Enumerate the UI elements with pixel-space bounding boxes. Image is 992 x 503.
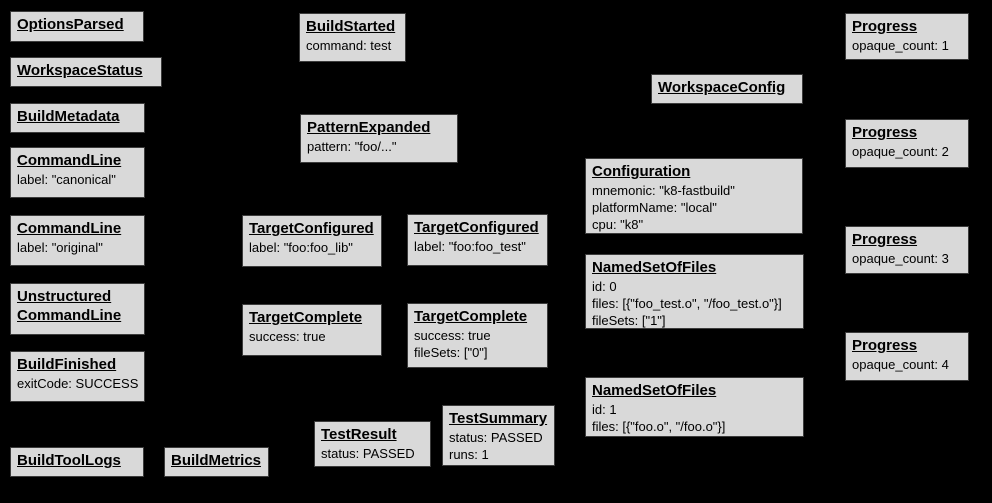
box-detail: files: [{"foo_test.o", "/foo_test.o"}] bbox=[592, 296, 782, 311]
event-box-workspace-status: WorkspaceStatus bbox=[10, 57, 162, 87]
box-title: BuildMetrics bbox=[171, 452, 262, 469]
box-title: PatternExpanded bbox=[307, 119, 431, 136]
event-box-progress-2: Progress opaque_count: 2 bbox=[845, 119, 969, 168]
box-detail: command: test bbox=[306, 38, 392, 53]
box-title: TargetComplete bbox=[414, 308, 528, 325]
box-detail: label: "foo:foo_lib" bbox=[249, 240, 353, 255]
box-title: OptionsParsed bbox=[17, 16, 124, 33]
box-title: WorkspaceConfig bbox=[658, 79, 786, 96]
box-detail: success: true bbox=[414, 328, 491, 343]
box-title: BuildFinished bbox=[17, 356, 117, 373]
event-box-target-configured-lib: TargetConfigured label: "foo:foo_lib" bbox=[242, 215, 382, 267]
box-detail: opaque_count: 2 bbox=[852, 144, 949, 159]
event-box-options-parsed: OptionsParsed bbox=[10, 11, 144, 42]
box-detail: label: "original" bbox=[17, 240, 103, 255]
box-detail: opaque_count: 1 bbox=[852, 38, 949, 53]
event-box-progress-4: Progress opaque_count: 4 bbox=[845, 332, 969, 381]
box-detail: fileSets: ["1"] bbox=[592, 313, 666, 328]
event-box-target-complete-lib: TargetComplete success: true bbox=[242, 304, 382, 356]
box-title: NamedSetOfFiles bbox=[592, 382, 717, 399]
box-title: TestSummary bbox=[449, 410, 548, 427]
event-box-progress-1: Progress opaque_count: 1 bbox=[845, 13, 969, 60]
box-detail: mnemonic: "k8-fastbuild" bbox=[592, 183, 735, 198]
event-box-build-finished: BuildFinished exitCode: SUCCESS bbox=[10, 351, 145, 402]
box-title: BuildToolLogs bbox=[17, 452, 121, 469]
box-detail: id: 0 bbox=[592, 279, 617, 294]
box-detail: status: PASSED bbox=[449, 430, 543, 445]
box-title: TestResult bbox=[321, 426, 397, 443]
box-title: Unstructured CommandLine bbox=[17, 288, 122, 324]
box-title: BuildStarted bbox=[306, 18, 396, 35]
box-title: BuildMetadata bbox=[17, 108, 120, 125]
box-title: Progress bbox=[852, 124, 918, 141]
event-box-build-metadata: BuildMetadata bbox=[10, 103, 145, 133]
event-box-command-line-original: CommandLine label: "original" bbox=[10, 215, 145, 266]
box-title: Progress bbox=[852, 18, 918, 35]
box-title: CommandLine bbox=[17, 152, 122, 169]
box-title: TargetConfigured bbox=[249, 220, 374, 237]
box-title: NamedSetOfFiles bbox=[592, 259, 717, 276]
box-detail: pattern: "foo/..." bbox=[307, 139, 397, 154]
event-box-build-started: BuildStarted command: test bbox=[299, 13, 406, 62]
box-title: TargetConfigured bbox=[414, 219, 539, 236]
event-box-target-configured-test: TargetConfigured label: "foo:foo_test" bbox=[407, 214, 548, 266]
box-detail: label: "foo:foo_test" bbox=[414, 239, 526, 254]
event-box-test-summary: TestSummary status: PASSED runs: 1 bbox=[442, 405, 555, 466]
box-title: Progress bbox=[852, 231, 918, 248]
event-box-configuration: Configuration mnemonic: "k8-fastbuild" p… bbox=[585, 158, 803, 234]
event-box-workspace-config: WorkspaceConfig bbox=[651, 74, 803, 104]
box-detail: label: "canonical" bbox=[17, 172, 116, 187]
event-box-build-tool-logs: BuildToolLogs bbox=[10, 447, 144, 477]
event-box-test-result: TestResult status: PASSED bbox=[314, 421, 431, 467]
box-detail: id: 1 bbox=[592, 402, 617, 417]
box-detail: fileSets: ["0"] bbox=[414, 345, 488, 360]
box-detail: platformName: "local" bbox=[592, 200, 717, 215]
box-detail: status: PASSED bbox=[321, 446, 415, 461]
event-box-unstructured-command-line: Unstructured CommandLine bbox=[10, 283, 145, 335]
box-detail: runs: 1 bbox=[449, 447, 489, 462]
box-title: Progress bbox=[852, 337, 918, 354]
box-title: Configuration bbox=[592, 163, 691, 180]
box-detail: files: [{"foo.o", "/foo.o"}] bbox=[592, 419, 726, 434]
box-detail: cpu: "k8" bbox=[592, 217, 644, 232]
box-detail: opaque_count: 3 bbox=[852, 251, 949, 266]
box-detail: exitCode: SUCCESS bbox=[17, 376, 139, 391]
box-title: TargetComplete bbox=[249, 309, 363, 326]
event-box-command-line-canonical: CommandLine label: "canonical" bbox=[10, 147, 145, 198]
box-title: CommandLine bbox=[17, 220, 122, 237]
box-detail: success: true bbox=[249, 329, 326, 344]
event-box-pattern-expanded: PatternExpanded pattern: "foo/..." bbox=[300, 114, 458, 163]
event-box-named-set-of-files-1: NamedSetOfFiles id: 1 files: [{"foo.o", … bbox=[585, 377, 804, 437]
box-detail: opaque_count: 4 bbox=[852, 357, 949, 372]
event-box-progress-3: Progress opaque_count: 3 bbox=[845, 226, 969, 274]
box-title: WorkspaceStatus bbox=[17, 62, 143, 79]
event-box-named-set-of-files-0: NamedSetOfFiles id: 0 files: [{"foo_test… bbox=[585, 254, 804, 329]
event-box-build-metrics: BuildMetrics bbox=[164, 447, 269, 477]
event-box-target-complete-test: TargetComplete success: true fileSets: [… bbox=[407, 303, 548, 368]
